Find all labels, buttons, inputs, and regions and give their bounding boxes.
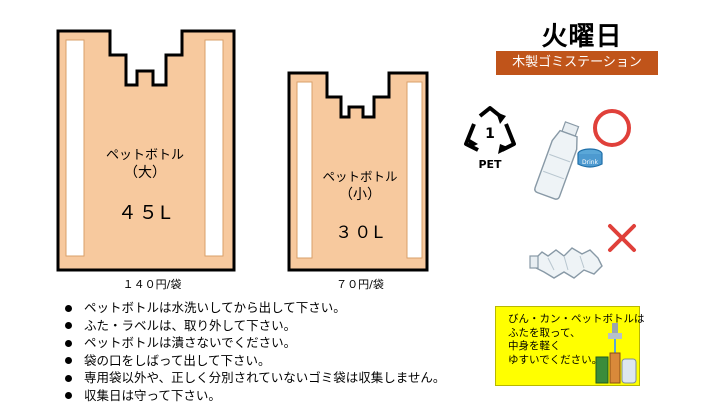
small-bag: ペットボトル （小） ３０L [0,0,440,280]
rule-item: 収集日は守って下さい。 [62,387,445,405]
small-bag-price: ７０円/袋 [336,278,384,291]
day-title: 火曜日 [541,22,623,52]
large-bag-size: （大） [124,165,166,181]
recycle-label: PET [478,158,502,171]
rule-item: 専用袋以外や、正しく分別されていないゴミ袋は収集しません。 [62,369,445,387]
bullet-icon [65,322,72,330]
crushed-bottle-icon [528,236,608,288]
large-bag-capacity: ４５L [117,202,173,224]
large-bag-shape [56,29,236,272]
large-bag: ペットボトル （大） ４５L [0,0,240,280]
small-bag-name: ペットボトル [322,169,398,184]
rule-item: ペットボトルは水洗いしてから出して下さい。 [62,299,445,317]
bottle-cap-icon: Drink [574,146,606,172]
rule-item: ふた・ラベルは、取り外して下さい。 [62,317,445,335]
small-bag-capacity: ３０L [335,223,385,243]
bullet-icon [65,304,72,312]
rule-item: ペットボトルは潰さないでください。 [62,334,445,352]
bullet-icon [65,374,72,382]
large-bag-name: ペットボトル [105,148,184,163]
small-bag-shape [287,71,429,272]
note-text: びん・カン・ペットボトルはふたを取って、中身を軽くゆすいでください。 [508,313,645,366]
recycle-pet-icon: 1 PET [458,102,522,172]
small-bag-size: （小） [339,187,381,203]
bullet-icon [65,357,72,365]
rinse-illustration-icon [594,323,638,385]
cap-text: Drink [582,159,599,166]
recycle-number: 1 [485,126,495,142]
clean-bottle-icon [524,118,594,202]
bullet-icon [65,392,72,400]
rule-item: 袋の口をしばって出して下さい。 [62,352,445,370]
rinse-note: びん・カン・ペットボトルはふたを取って、中身を軽くゆすいでください。 [495,306,645,386]
ok-circle-icon [590,106,634,150]
large-bag-price: １４０円/袋 [122,278,182,291]
ng-cross-icon [604,220,640,256]
station-badge: 木製ゴミステーション [496,51,658,75]
bullet-icon [65,339,72,347]
rules-list: ペットボトルは水洗いしてから出して下さい。 ふた・ラベルは、取り外して下さい。 … [62,299,445,405]
